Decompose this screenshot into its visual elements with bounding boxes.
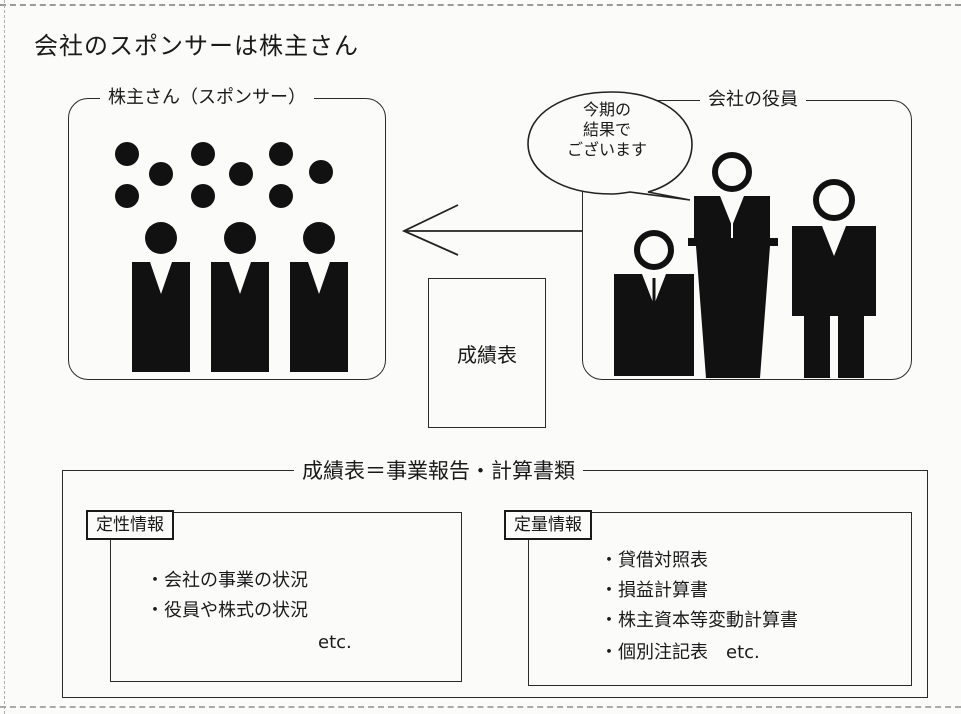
podium-icon (688, 212, 778, 378)
crowd-head-icon (115, 142, 139, 166)
crowd-head-icon (229, 162, 253, 186)
report-document-label: 成績表 (457, 342, 517, 367)
shareholders-label: 株主さん（スポンサー） (100, 87, 314, 109)
officer-person-icon (792, 179, 876, 378)
officer-person-icon (614, 230, 694, 376)
quantitative-item: ・貸借対照表 (600, 550, 708, 571)
quantitative-info-label: 定量情報 (504, 510, 592, 540)
diagram-title: 会社のスポンサーは株主さん (34, 32, 359, 60)
quantitative-item: ・株主資本等変動計算書 (600, 610, 798, 631)
shareholder-person-icon (132, 222, 190, 372)
crowd-head-icon (269, 142, 293, 166)
shareholder-person-icon (290, 222, 348, 372)
speech-bubble-text: 今期の 結果で ございます (566, 100, 647, 159)
quantitative-item: ・個別注記表 etc. (600, 642, 760, 663)
officers-illustration (614, 152, 876, 378)
qualitative-info-label: 定性情報 (86, 510, 174, 540)
crowd-head-icon (191, 142, 215, 166)
speech-bubble (527, 91, 693, 201)
scan-border-bottom (0, 706, 961, 708)
scan-border-top (0, 4, 961, 6)
shareholder-person-icon (211, 222, 269, 372)
crowd-head-icon (149, 162, 173, 186)
quantitative-info-box (528, 512, 912, 686)
shareholders-crowd-illustration (115, 142, 348, 372)
report-arrow-icon (401, 204, 582, 256)
qualitative-item: ・会社の事業の状況 (146, 570, 308, 591)
officers-label: 会社の役員 (700, 89, 806, 111)
qualitative-etc: etc. (318, 632, 352, 653)
crowd-head-icon (191, 184, 215, 208)
crowd-head-icon (115, 184, 139, 208)
summary-heading: 成績表＝事業報告・計算書類 (294, 458, 583, 484)
qualitative-item: ・役員や株式の状況 (146, 600, 308, 621)
crowd-head-icon (309, 160, 333, 184)
quantitative-item: ・損益計算書 (600, 580, 708, 601)
crowd-head-icon (269, 184, 293, 208)
report-document: 成績表 (428, 278, 546, 428)
qualitative-info-box (110, 512, 462, 682)
scan-border-left (4, 0, 5, 714)
